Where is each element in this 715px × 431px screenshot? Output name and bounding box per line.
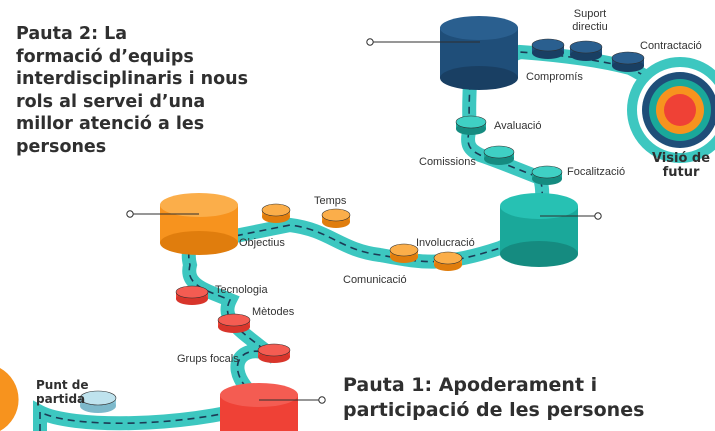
disc-start: [79, 390, 117, 413]
cylinder-teal: [500, 193, 578, 267]
heading-pauta-2-line-4: rols al servei d’una: [16, 91, 206, 112]
label-grups-focals: Grups focals: [177, 353, 239, 365]
heading-pauta-1: Pauta 1: Apoderament i participació de l…: [343, 373, 644, 423]
label-suport: Suport directiu: [565, 8, 615, 34]
label-avaluacio: Avaluació: [494, 120, 542, 132]
heading-pauta-2-line-5: millor atenció a les: [16, 114, 205, 134]
disc-comissions: [483, 145, 515, 165]
start-label-line-1: Punt de: [36, 378, 89, 392]
disc-grups: [257, 343, 291, 363]
disc-temps1: [261, 203, 291, 223]
label-metodes: Mètodes: [252, 306, 295, 318]
target-vision: [627, 57, 715, 163]
end-label-line-2: futur: [662, 165, 700, 180]
disc-compromis1: [531, 38, 565, 59]
label-comunicacio: Comunicació: [343, 274, 407, 286]
start-marker: [0, 368, 19, 431]
label-contractacio: Contractació: [640, 40, 702, 52]
end-label: Visió de futur: [650, 152, 712, 180]
heading-pauta-2-line-6: persones: [16, 136, 107, 157]
heading-pauta-2-line-3: interdisciplinaris i nous: [16, 69, 249, 89]
disc-compromis2: [569, 40, 603, 61]
heading-pauta-2: Pauta 2: La formació d’equips interdisci…: [16, 23, 248, 158]
start-label: Punt de partida: [36, 378, 89, 406]
label-suport-line-2: directiu: [572, 21, 608, 33]
label-focalitzacio: Focalització: [567, 166, 626, 178]
cylinder-red: [220, 383, 298, 431]
disc-temps2: [321, 208, 351, 228]
label-temps: Temps: [314, 195, 347, 207]
disc-avaluacio: [455, 115, 487, 135]
disc-tecnologia: [175, 285, 209, 305]
heading-pauta-2-line-1: Pauta 2: La: [16, 24, 128, 44]
disc-involucracio: [389, 243, 419, 263]
disc-focalitzacio: [531, 165, 563, 185]
heading-pauta-1-line-1: Pauta 1: Apoderament i: [343, 374, 598, 396]
label-involucracio: Involucració: [416, 237, 475, 249]
label-comissions: Comissions: [419, 156, 476, 168]
label-tecnologia: Tecnologia: [215, 284, 268, 296]
heading-pauta-2-line-2: formació d’equips: [16, 46, 194, 67]
leader-lines: [126, 38, 602, 404]
disc-contractacio: [611, 51, 645, 72]
disc-comunicacio: [433, 251, 463, 271]
heading-pauta-1-line-2: participació de les persones: [343, 399, 645, 421]
cylinder-navy: [440, 16, 518, 90]
label-suport-line-1: Suport: [573, 8, 607, 20]
label-compromis: Compromís: [526, 71, 583, 83]
cylinder-orange: [160, 193, 238, 255]
label-objectius: Objectius: [239, 237, 285, 249]
end-label-line-1: Visió de: [651, 151, 711, 166]
start-label-line-2: partida: [36, 392, 86, 406]
disc-metodes: [217, 313, 251, 333]
